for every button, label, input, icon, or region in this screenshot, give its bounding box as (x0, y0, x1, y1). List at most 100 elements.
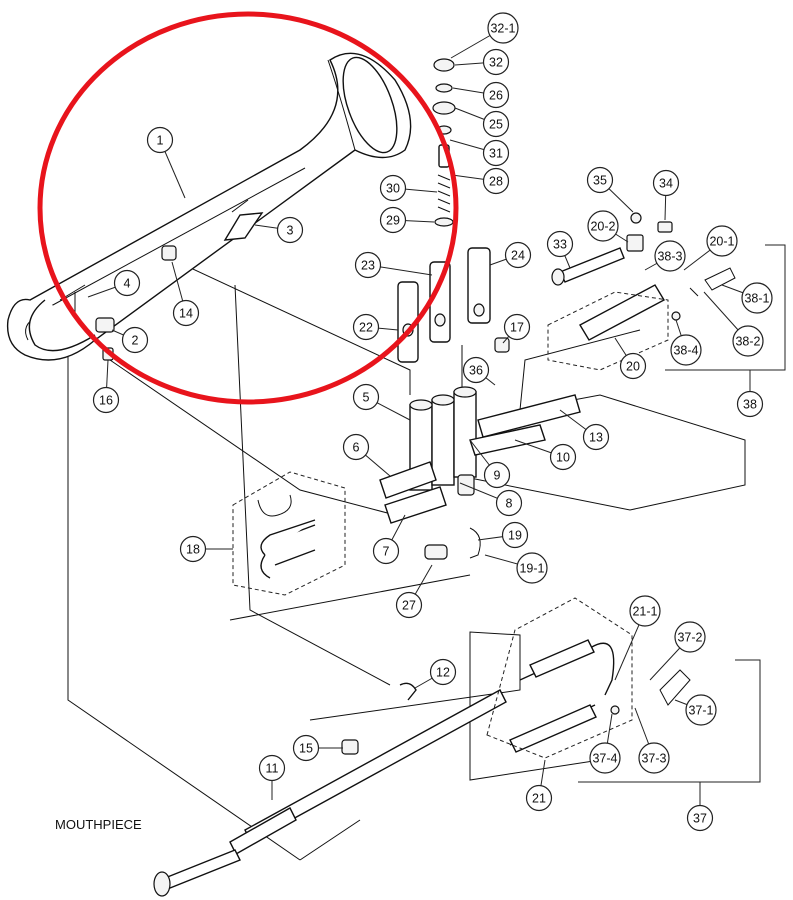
callout-9: 9 (483, 461, 511, 489)
callout-8: 8 (495, 489, 523, 517)
callout-number: 2 (132, 334, 139, 348)
callout-number: 27 (402, 599, 416, 613)
callout-circle (342, 433, 370, 461)
callout-36: 36 (462, 356, 490, 384)
callout-number: 30 (386, 182, 400, 196)
callout-4: 4 (113, 269, 141, 297)
callout-number: 4 (124, 277, 131, 291)
callout-circle (686, 804, 714, 832)
callout-circle (619, 352, 647, 380)
callout-circle (549, 443, 577, 471)
callout-circle (482, 110, 510, 138)
callout-number: 37-1 (688, 704, 713, 718)
callout-10: 10 (549, 443, 577, 471)
callout-number: 28 (489, 175, 503, 189)
callout-17: 17 (503, 313, 531, 341)
callout-circle (354, 251, 382, 279)
callout-circle (654, 240, 686, 272)
callout-circle (483, 461, 511, 489)
callout-number: 13 (589, 431, 603, 445)
callout-circle (482, 139, 510, 167)
main-slide (509, 639, 691, 753)
callout-circle (706, 225, 738, 257)
callout-circle (652, 169, 680, 197)
callout-34: 34 (652, 169, 680, 197)
callout-25: 25 (482, 110, 510, 138)
callout-38-3: 38-3 (654, 240, 686, 272)
callout-number: 15 (299, 742, 313, 756)
callout-number: 37 (693, 812, 707, 826)
callout-21: 21 (525, 784, 553, 812)
callout-circle (629, 595, 661, 627)
callout-circle (379, 174, 407, 202)
callout-number: 37-4 (592, 752, 617, 766)
callout-number: 5 (363, 391, 370, 405)
callout-circle (292, 734, 320, 762)
callout-number: 16 (99, 394, 113, 408)
callout-circle (546, 230, 574, 258)
callout-number: 20 (626, 360, 640, 374)
callout-21-1: 21-1 (629, 595, 661, 627)
callout-number: 6 (353, 441, 360, 455)
callout-number: 1 (157, 134, 164, 148)
callout-number: 19-1 (519, 562, 544, 576)
callout-38-2: 38-2 (732, 325, 764, 357)
tuning-slide (257, 494, 316, 579)
callout-circle (372, 537, 400, 565)
callout-19: 19 (501, 521, 529, 549)
callout-number: 34 (659, 177, 673, 191)
callout-18: 18 (179, 535, 207, 563)
callout-number: 20-1 (709, 235, 734, 249)
callout-circle (674, 621, 706, 653)
callout-circle (379, 206, 407, 234)
callout-26: 26 (482, 81, 510, 109)
callout-circle (504, 241, 532, 269)
callout-circle (685, 694, 717, 726)
callout-number: 8 (506, 497, 513, 511)
callout-circle (179, 535, 207, 563)
callout-number: 18 (186, 543, 200, 557)
callout-circle (736, 390, 764, 418)
callout-circle (495, 489, 523, 517)
callout-circle (589, 742, 621, 774)
callout-37-3: 37-3 (638, 742, 670, 774)
callout-circle (741, 282, 773, 314)
callout-35: 35 (586, 166, 614, 194)
callout-number: 24 (511, 249, 525, 263)
callout-32-1: 32-1 (487, 12, 519, 44)
callout-number: 23 (361, 259, 375, 273)
callout-number: 12 (436, 666, 450, 680)
callout-13: 13 (582, 423, 610, 451)
water-key-parts (551, 212, 736, 341)
callout-12: 12 (429, 658, 457, 686)
callout-circle (352, 313, 380, 341)
callout-number: 22 (359, 321, 373, 335)
callout-number: 7 (383, 545, 390, 559)
callout-circle (92, 386, 120, 414)
callout-23: 23 (354, 251, 382, 279)
callout-28: 28 (482, 167, 510, 195)
callout-24: 24 (504, 241, 532, 269)
callout-20-2: 20-2 (587, 210, 619, 242)
callout-circle (638, 742, 670, 774)
callout-circle (462, 356, 490, 384)
callout-circle (586, 166, 614, 194)
mouthpiece-label: MOUTHPIECE (55, 817, 142, 832)
callout-37-2: 37-2 (674, 621, 706, 653)
callout-circle (146, 126, 174, 154)
callout-number: 38-1 (744, 292, 769, 306)
callout-14: 14 (172, 299, 200, 327)
callout-31: 31 (482, 139, 510, 167)
brackets (578, 244, 786, 805)
callout-number: 19 (508, 529, 522, 543)
callout-number: 21-1 (632, 605, 657, 619)
callout-7: 7 (372, 537, 400, 565)
callout-6: 6 (342, 433, 370, 461)
callout-number: 20-2 (590, 220, 615, 234)
callout-number: 38-2 (735, 335, 760, 349)
callout-38-1: 38-1 (741, 282, 773, 314)
callout-3: 3 (276, 216, 304, 244)
callout-number: 11 (266, 762, 279, 776)
callout-layer: 1234567891011121314151617181919-12020-12… (92, 12, 773, 832)
